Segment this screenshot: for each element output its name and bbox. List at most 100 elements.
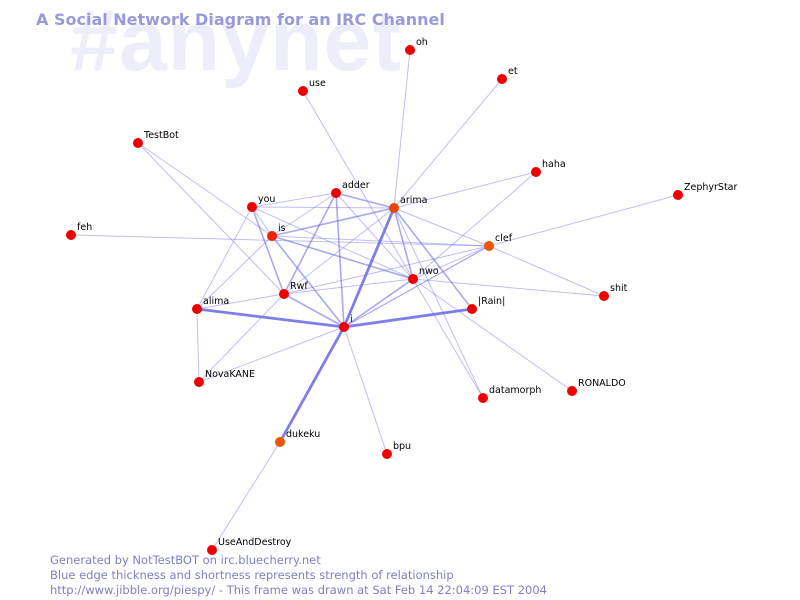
edge-Rain-i [343, 307, 473, 329]
node-is: is [267, 223, 286, 241]
edge-adder-you [251, 192, 337, 208]
footer-url-timestamp: http://www.jibble.org/piespy/ - This fra… [50, 583, 547, 597]
edge-arima-clef [393, 207, 490, 247]
node-marker [66, 230, 76, 240]
edge-nwo-Rwf [283, 278, 414, 295]
node-marker [531, 167, 541, 177]
edge-alima-i [196, 307, 345, 329]
edge-i-NovaKANE [198, 326, 345, 383]
node-RONALDO: RONALDO [567, 378, 626, 396]
node-alima: alima [192, 296, 229, 314]
node-label: is [278, 223, 286, 234]
footer-generated-by: Generated by NotTestBOT on irc.bluecherr… [50, 553, 321, 567]
edge-clef-Rwf [283, 245, 490, 295]
node-label: ZephyrStar [684, 182, 738, 193]
footer-info: Generated by NotTestBOT on irc.bluecherr… [50, 553, 547, 598]
node-marker [497, 74, 507, 84]
diagram-title: A Social Network Diagram for an IRC Chan… [36, 10, 445, 29]
edge-adder-arima [335, 192, 395, 209]
node-marker [599, 291, 609, 301]
edge-nwo-i [343, 278, 414, 328]
edge-haha-nwo [412, 171, 537, 280]
node-marker [389, 203, 399, 213]
node-marker [405, 45, 415, 55]
node-datamorph: datamorph [478, 385, 541, 403]
edge-Rwf-alima [196, 293, 285, 310]
edge-arima-Rain [393, 207, 473, 310]
node-marker [275, 437, 285, 447]
node-label: RONALDO [578, 378, 626, 389]
edge-i-dukeku [278, 326, 346, 443]
node-label: i [350, 314, 353, 325]
node-marker [408, 274, 418, 284]
node-label: feh [77, 222, 92, 233]
edge-adder-Rwf [283, 192, 337, 295]
node-label: NovaKANE [205, 369, 255, 380]
node-label: et [508, 66, 518, 77]
node-NovaKANE: NovaKANE [194, 369, 255, 387]
node-marker [194, 377, 204, 387]
edge-arima-datamorph [393, 207, 484, 399]
node-marker [279, 289, 289, 299]
node-marker [567, 386, 577, 396]
node-label: clef [495, 233, 513, 244]
node-label: dukeku [286, 429, 320, 440]
edge-arima-you [251, 206, 395, 209]
node-Rain: |Rain| [467, 296, 505, 314]
edge-clef-shit [488, 245, 605, 297]
edge-et-arima [393, 78, 503, 209]
node-arima: arima [389, 195, 427, 213]
node-marker [478, 393, 488, 403]
edge-adder-nwo [335, 192, 414, 280]
node-label: use [309, 78, 326, 89]
edge-i-bpu [343, 326, 388, 455]
node-UseAndDestroy: UseAndDestroy [207, 537, 292, 555]
edge-oh-arima [393, 49, 411, 209]
edge-you-Rwf [251, 206, 285, 295]
node-dukeku: dukeku [275, 429, 320, 447]
node-feh: feh [66, 222, 92, 240]
node-bpu: bpu [382, 441, 411, 459]
node-haha: haha [531, 159, 566, 177]
edge-is-i [271, 235, 345, 328]
edge-Rwf-NovaKANE [198, 293, 285, 383]
edge-feh-clef [70, 234, 490, 247]
node-marker [339, 322, 349, 332]
node-marker [382, 449, 392, 459]
node-label: adder [342, 180, 370, 191]
node-marker [298, 86, 308, 96]
edge-nwo-shit [412, 278, 605, 297]
edge-nwo-RONALDO [412, 278, 573, 392]
edge-clef-i [343, 245, 490, 328]
node-you: you [247, 194, 275, 212]
edge-you-alima [196, 206, 253, 310]
edges-layer [70, 49, 679, 551]
node-Rwf: Rwf [279, 281, 308, 299]
node-marker [484, 241, 494, 251]
node-label: nwo [419, 266, 439, 277]
node-marker [673, 190, 683, 200]
node-marker [467, 304, 477, 314]
node-label: TestBot [143, 130, 179, 141]
node-marker [207, 545, 217, 555]
node-TestBot: TestBot [133, 130, 179, 148]
node-shit: shit [599, 283, 628, 301]
edge-nwo-datamorph [412, 278, 484, 399]
edge-haha-arima [393, 171, 537, 209]
node-label: |Rain| [478, 296, 505, 307]
node-label: shit [610, 283, 628, 294]
node-clef: clef [484, 233, 513, 251]
edge-arima-nwo [393, 207, 414, 280]
node-label: haha [542, 159, 566, 170]
edge-alima-NovaKANE [196, 308, 200, 383]
node-marker [331, 188, 341, 198]
edge-arima-i [342, 207, 396, 328]
node-nwo: nwo [408, 266, 439, 284]
node-label: oh [416, 37, 428, 48]
node-et: et [497, 66, 518, 84]
edge-is-nwo [271, 235, 414, 280]
node-i: i [339, 314, 353, 332]
node-label: Rwf [290, 281, 308, 292]
